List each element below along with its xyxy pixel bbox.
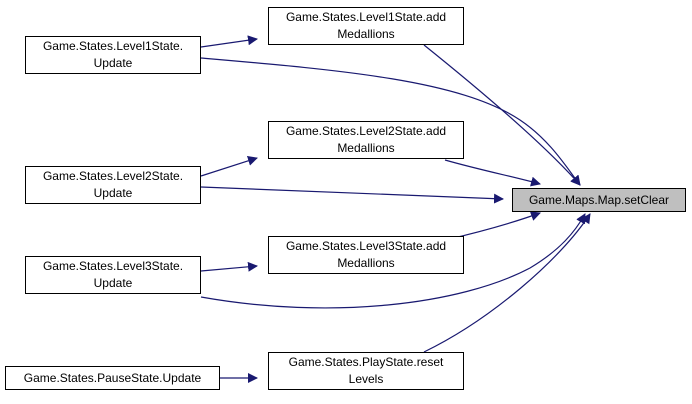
node-label-line: Game.States.Level3State.add: [285, 239, 447, 253]
node-label-line: Game.States.Level1State.add: [285, 10, 447, 24]
node-label-line: Update: [93, 186, 133, 200]
edge-l3update-to-l3add: [200, 261, 258, 272]
edge-l1update-to-l1add: [200, 35, 258, 48]
node-label-line: Game.Maps.Map.setClear: [528, 192, 670, 207]
node-label-line: Game.States.Level2State.add: [285, 124, 447, 138]
node-label-line: Medallions: [337, 256, 395, 270]
edge-resetlevels-to-setclear: [423, 213, 591, 353]
edge-l2update-to-l2add: [200, 155, 258, 177]
edge-l1update-to-setclear: [200, 57, 581, 186]
edge-l1add-to-setclear: [423, 44, 581, 186]
node-label-line: Update: [93, 276, 133, 290]
node-pausestate-update[interactable]: Game.States.PauseState.Update: [5, 366, 220, 390]
node-map-setclear: Game.Maps.Map.setClear: [512, 188, 686, 212]
node-label-line: Game.States.Level1State.: [42, 39, 184, 53]
node-label-line: Game.States.Level2State.: [42, 169, 184, 183]
node-label-line: Game.States.Level3State.: [42, 259, 184, 273]
node-label-line: Update: [93, 56, 133, 70]
edge-l2update-to-setclear: [200, 186, 504, 204]
node-level3state-update[interactable]: Game.States.Level3State. Update: [25, 256, 201, 294]
node-label-line: Game.States.PauseState.Update: [23, 370, 202, 385]
node-level1state-update[interactable]: Game.States.Level1State. Update: [25, 36, 201, 74]
node-level2state-update[interactable]: Game.States.Level2State. Update: [25, 166, 201, 204]
node-label-line: Levels: [348, 372, 384, 386]
node-label-line: Medallions: [337, 141, 395, 155]
edge-l3update-to-setclear: [200, 213, 586, 309]
edge-l2add-to-setclear: [444, 159, 541, 187]
node-label-line: Game.States.PlayState.reset: [288, 355, 444, 369]
node-label-line: Medallions: [337, 27, 395, 41]
